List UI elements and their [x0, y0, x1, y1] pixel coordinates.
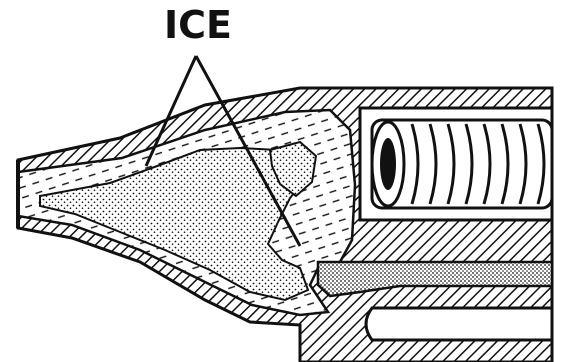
lower-channel-icon	[366, 308, 552, 340]
piston-cylinder-icon	[372, 120, 552, 208]
ice-callout-label: ICE	[164, 3, 232, 47]
